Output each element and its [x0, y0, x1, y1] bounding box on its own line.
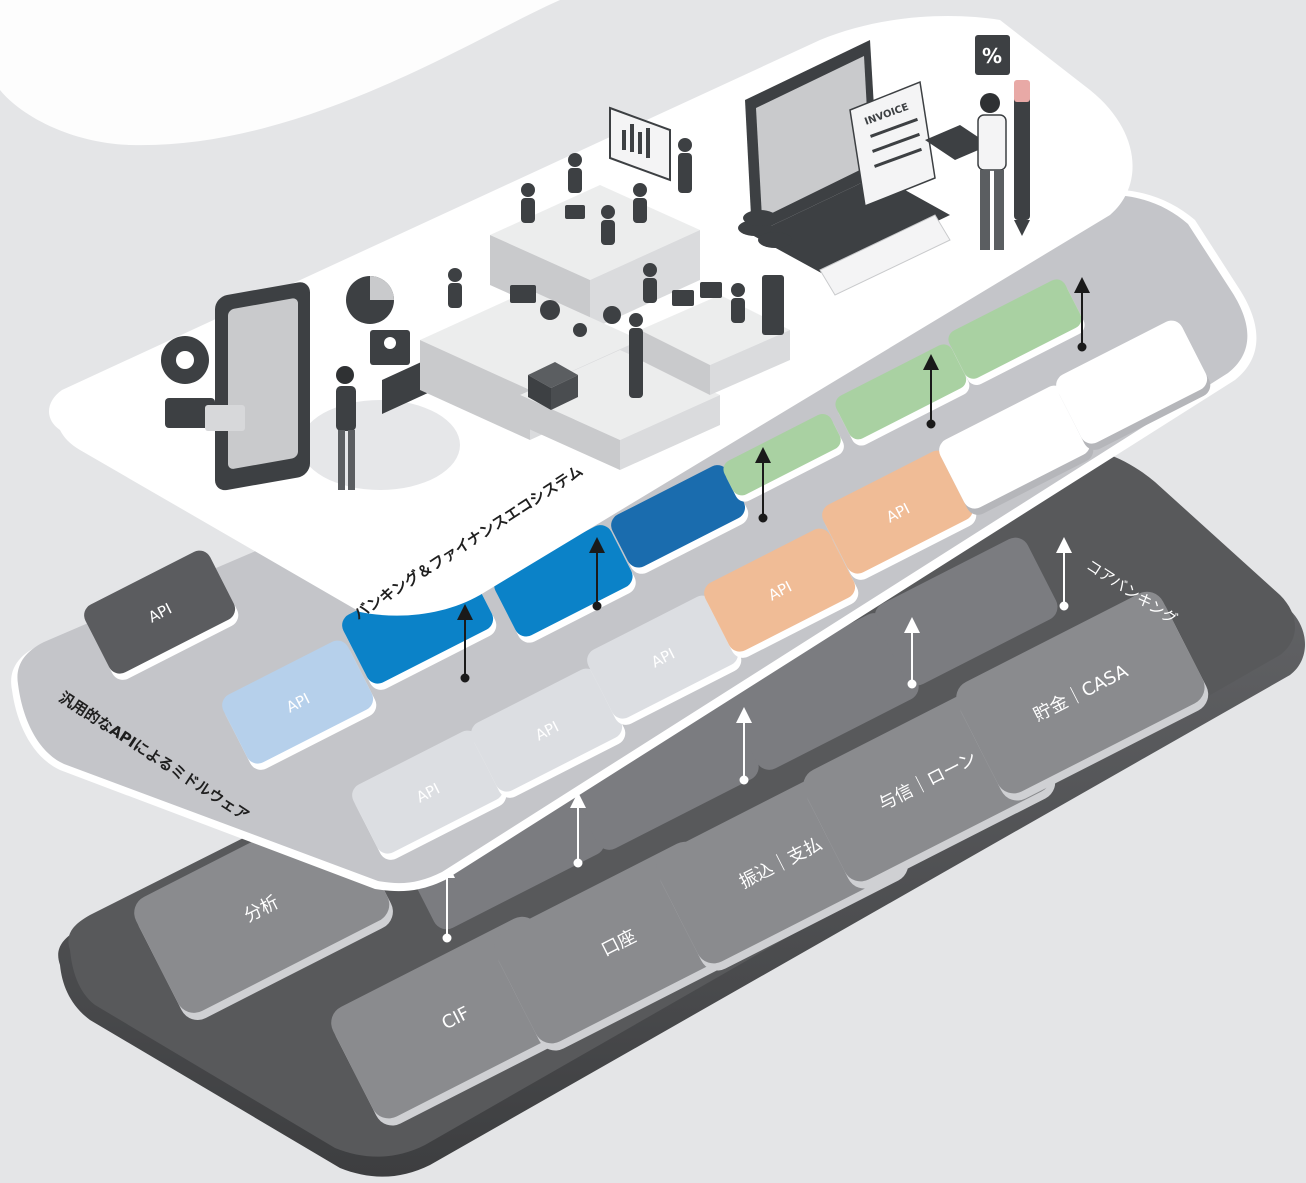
laptop-icon — [745, 40, 950, 275]
api-tile-lightblue: API — [222, 640, 377, 770]
api-tile-white-1 — [939, 385, 1094, 515]
api-tile-green-1 — [723, 413, 844, 502]
api-tile-orange-1: API — [704, 528, 859, 658]
api-tile-green-3 — [948, 279, 1085, 386]
phone-icon — [215, 282, 310, 491]
receipt-icon — [819, 214, 951, 296]
api-tile-grey-3: API — [587, 595, 742, 725]
api-tile-grey-1: API — [352, 730, 507, 860]
office-block-right — [640, 295, 790, 395]
calculator-icon — [925, 125, 990, 160]
printer-icon — [528, 362, 578, 410]
ecosystem-illustration: INVOICE % — [161, 35, 1030, 491]
person-with-phone — [336, 366, 356, 490]
gear-icon — [161, 336, 209, 384]
core-module-casa: 貯金｜CASA — [956, 591, 1209, 801]
api-tile-white-2 — [1056, 320, 1211, 450]
background-curve — [0, 0, 560, 146]
ecosystem-layer: バンキング＆ファイナンスエコシステム — [48, 16, 1133, 623]
invoice-document-icon: INVOICE — [849, 80, 936, 208]
api-tile-dark: API — [84, 550, 239, 680]
api-tile-blue-3 — [611, 465, 749, 574]
api-tile-grey-2: API — [471, 668, 626, 798]
user-card-icon — [370, 330, 410, 365]
middleware-layer: API API API API API API — [11, 189, 1257, 892]
envelope-icon — [382, 358, 430, 414]
percent-badge-icon: % — [975, 35, 1010, 75]
person-with-pencil — [977, 80, 1030, 250]
core-banking-layer: 分析 CIF 口座 振込｜支払 与信｜ローン 貯金｜CASA コアバンキング — [58, 445, 1305, 1177]
plant-icon — [540, 300, 621, 324]
core-connectors — [439, 537, 1072, 943]
monitor-icons — [510, 205, 722, 306]
coins-icon — [738, 210, 792, 248]
chat-bubble-icon — [165, 398, 245, 431]
bar-chart-board-icon — [609, 106, 671, 182]
middleware-connectors — [457, 277, 1090, 683]
percent-sign: % — [982, 44, 1002, 68]
api-tile-orange-2: API — [822, 450, 977, 580]
water-cooler-icon — [762, 275, 784, 335]
pie-chart-icon — [346, 276, 394, 324]
office-people — [448, 138, 745, 398]
